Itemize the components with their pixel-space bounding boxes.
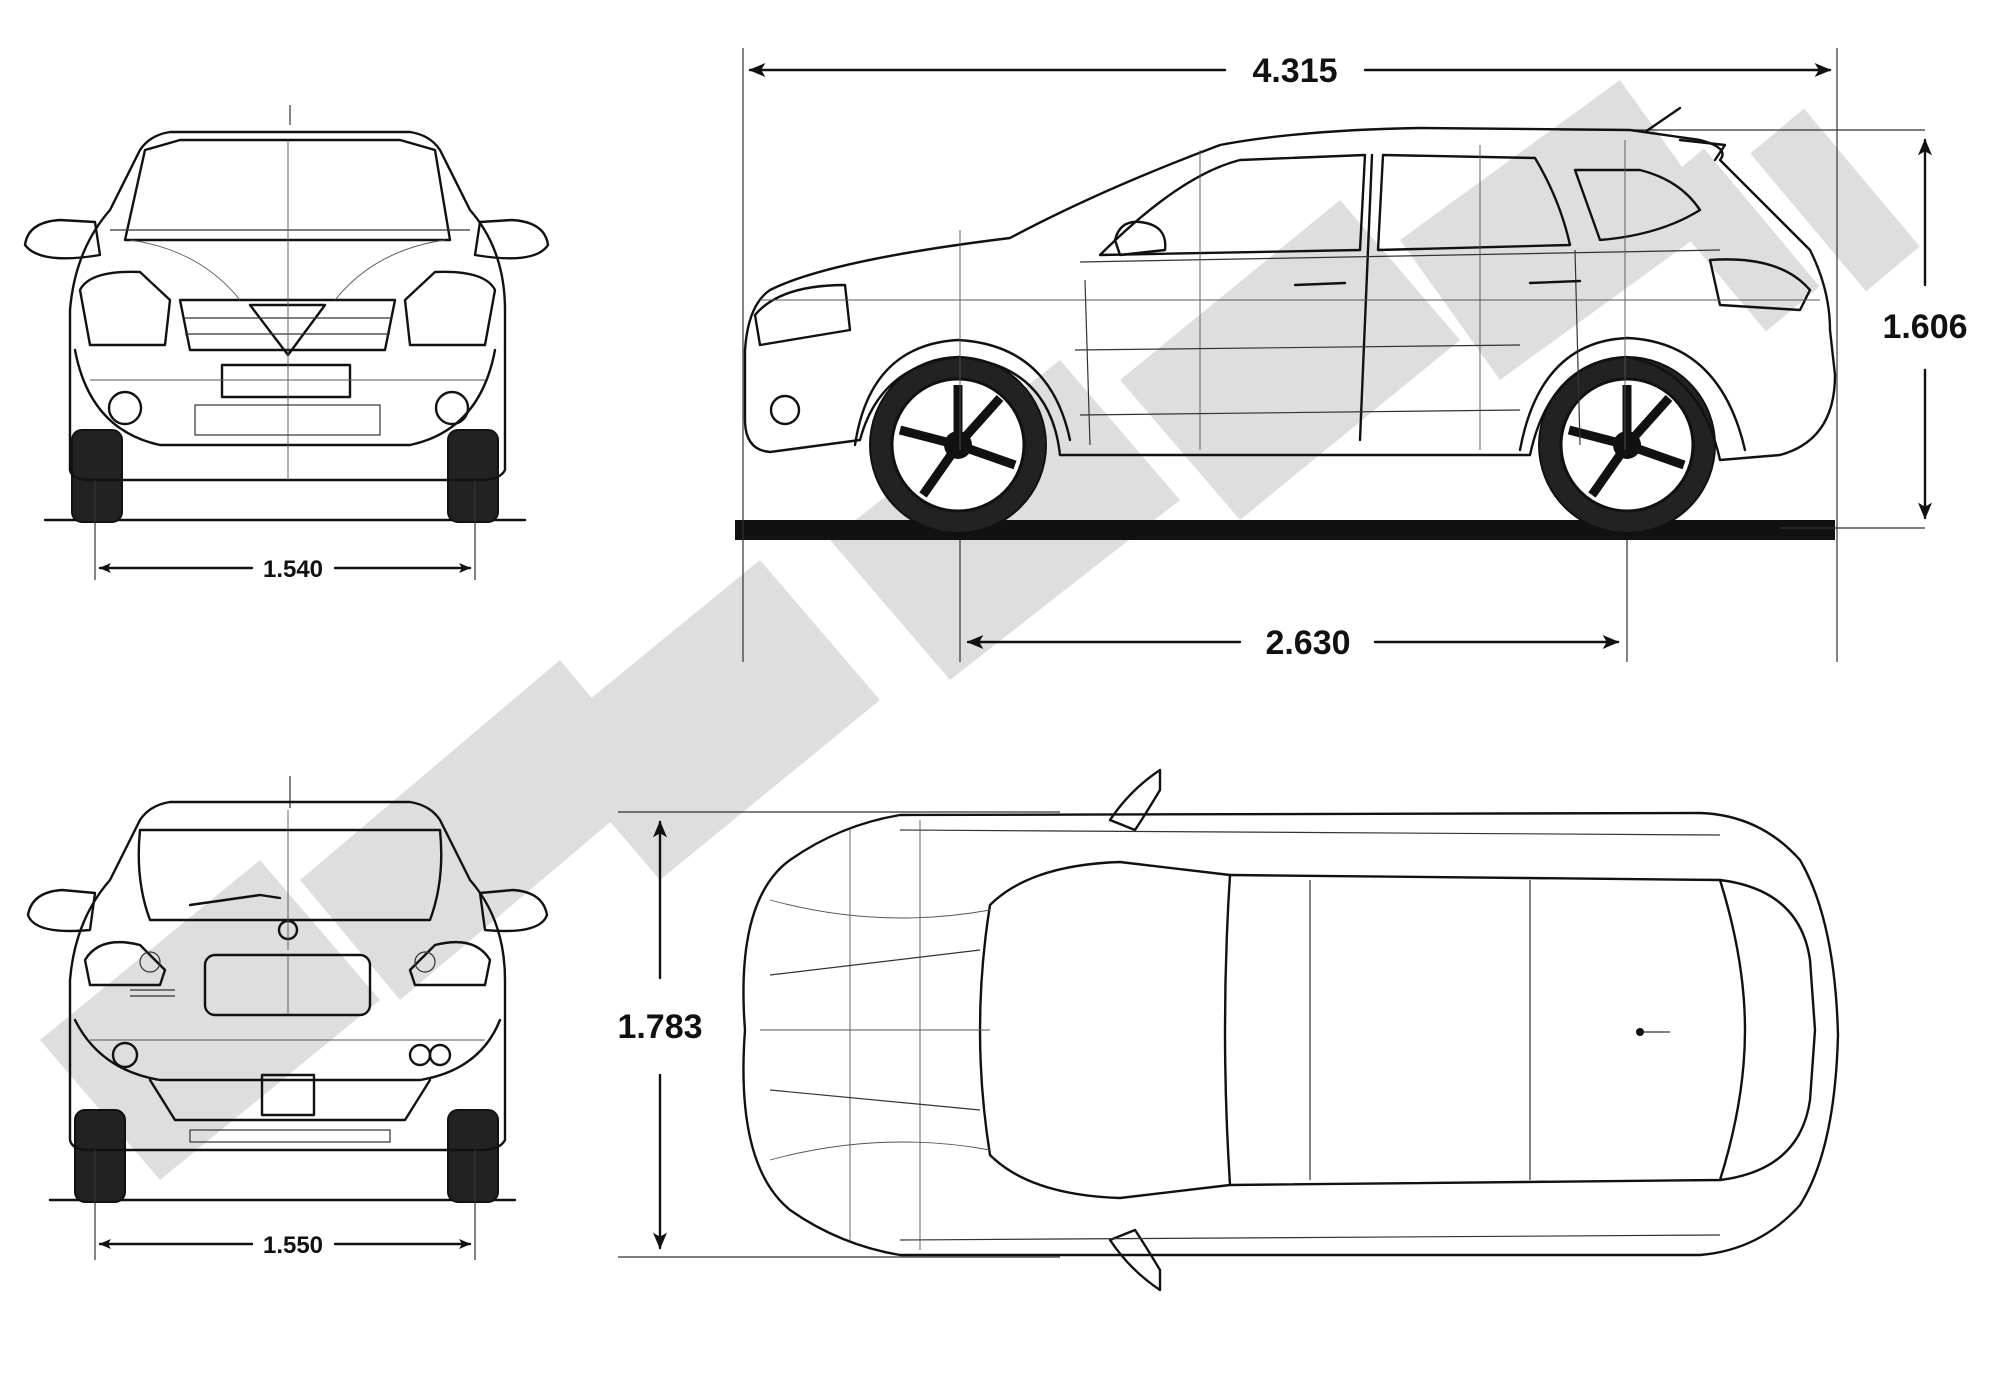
length-label: 4.315 [1252,52,1337,90]
wheelbase-label: 2.630 [1265,624,1350,662]
width-label: 1.783 [617,1008,702,1046]
front-track-label: 1.540 [263,556,323,583]
front-view: 1.540 [23,105,550,583]
rear-view: 1.550 [26,776,549,1260]
rear-track-label: 1.550 [263,1232,323,1259]
top-view: 1.783 [617,768,1840,1292]
ground-bar [735,520,1835,540]
side-view: 4.315 1.606 2.630 [735,48,1968,662]
height-label: 1.606 [1882,308,1967,346]
